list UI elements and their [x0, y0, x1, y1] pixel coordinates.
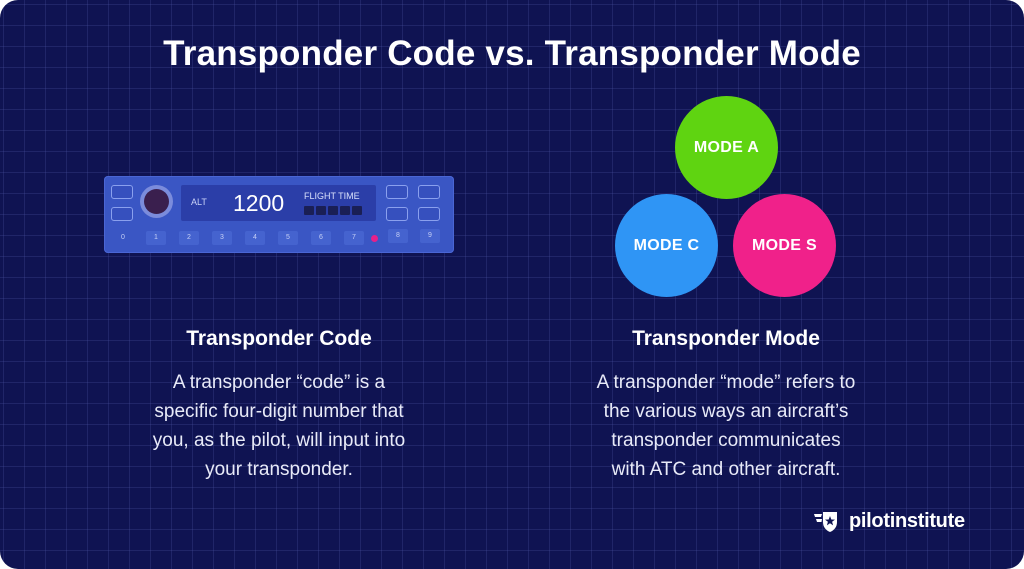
keypad-key-4: 4: [245, 231, 265, 245]
mode-s-label: MODE S: [752, 236, 817, 254]
keypad-key-0: 0: [121, 234, 125, 241]
description-line: A transponder “code” is a: [172, 372, 386, 393]
flight-time-digit: [340, 206, 350, 215]
device-button: [386, 207, 408, 221]
description-line: the various ways an aircraft’s: [603, 401, 849, 422]
transponder-code-description: A transponder “code” is a specific four-…: [89, 368, 469, 484]
keypad-key-9: 9: [420, 229, 440, 243]
transponder-code-heading: Transponder Code: [186, 327, 372, 350]
keypad-key-5: 5: [278, 231, 298, 245]
flight-time-digit: [352, 206, 362, 215]
winged-star-shield-icon: [814, 512, 837, 532]
keypad-key-1: 1: [146, 231, 166, 245]
keypad-key-3: 3: [212, 231, 232, 245]
page-title: Transponder Code vs. Transponder Mode: [163, 34, 861, 73]
device-display: ALT 1200 FLIGHT TIME: [181, 185, 376, 221]
description-line: transponder communicates: [611, 430, 841, 451]
transponder-mode-heading: Transponder Mode: [632, 327, 820, 350]
flight-time-label: FLIGHT TIME: [304, 191, 360, 201]
keypad-key-7: 7: [344, 231, 364, 245]
description-line: you, as the pilot, will input into: [152, 430, 406, 451]
device-button: [111, 207, 133, 221]
keypad-key-2: 2: [179, 231, 199, 245]
description-line: specific four-digit number that: [154, 401, 404, 422]
mode-a-circle: MODE A: [675, 96, 778, 199]
logo-text: pilotinstitute: [849, 509, 965, 532]
keypad-key-6: 6: [311, 231, 331, 245]
transponder-mode-description: A transponder “mode” refers to the vario…: [536, 368, 916, 484]
mode-a-label: MODE A: [693, 138, 760, 156]
indicator-light: [371, 235, 378, 242]
pilot-institute-logo: pilotinstitute: [813, 509, 965, 533]
device-button: [418, 185, 440, 199]
description-line: your transponder.: [205, 459, 353, 480]
device-button: [386, 185, 408, 199]
mode-c-circle: MODE C: [615, 194, 718, 297]
flight-time-digit: [304, 206, 314, 215]
mode-s-circle: MODE S: [733, 194, 836, 297]
description-line: A transponder “mode” refers to: [596, 372, 856, 393]
flight-time-digit: [328, 206, 338, 215]
mode-c-label: MODE C: [633, 236, 700, 254]
squawk-code-value: 1200: [233, 190, 285, 216]
flight-time-digit: [316, 206, 326, 215]
device-button: [418, 207, 440, 221]
device-button: [111, 185, 133, 199]
transponder-device: ALT 1200 FLIGHT TIME 0 1 2 3 4 5 6 7 8 9: [104, 176, 454, 253]
description-line: with ATC and other aircraft.: [611, 459, 841, 480]
alt-label: ALT: [191, 197, 207, 207]
keypad-key-8: 8: [388, 229, 408, 243]
device-knob-center: [144, 189, 169, 214]
